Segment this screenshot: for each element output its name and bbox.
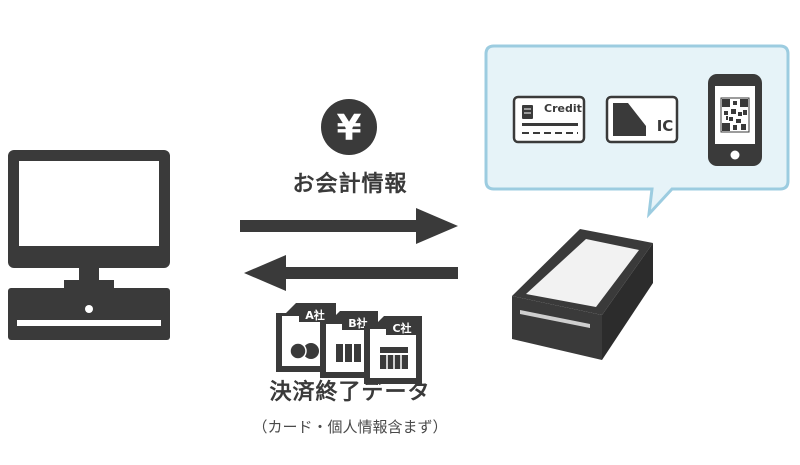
arrow-right-icon xyxy=(240,208,458,244)
currency-symbol: ¥ xyxy=(336,108,361,149)
document-b-icon: B社 xyxy=(320,311,378,378)
company-label-c: C社 xyxy=(392,321,411,335)
qr-code-icon xyxy=(720,97,750,133)
company-documents-icon: A社 B社 C社 xyxy=(276,303,422,384)
checkout-info-label: お会計情報 xyxy=(292,172,408,197)
company-label-a: A社 xyxy=(305,308,325,322)
ic-card-icon: IC xyxy=(605,95,679,144)
company-label-b: B社 xyxy=(348,316,367,330)
smartphone-qr-icon xyxy=(708,74,762,166)
excludes-personal-info-note: （カード・個人情報含まず） xyxy=(252,418,448,436)
ic-card-label: IC xyxy=(657,117,674,135)
yen-coin-icon: ¥ xyxy=(321,99,377,155)
document-c-icon: C社 xyxy=(364,316,422,384)
payment-complete-data-label: 決済終了データ xyxy=(269,380,431,405)
credit-card-label: Credit xyxy=(544,102,582,115)
arrow-left-icon xyxy=(244,255,458,291)
credit-card-icon: Credit xyxy=(512,95,586,144)
payment-terminal-icon xyxy=(512,229,653,360)
pos-register-icon xyxy=(8,150,170,340)
